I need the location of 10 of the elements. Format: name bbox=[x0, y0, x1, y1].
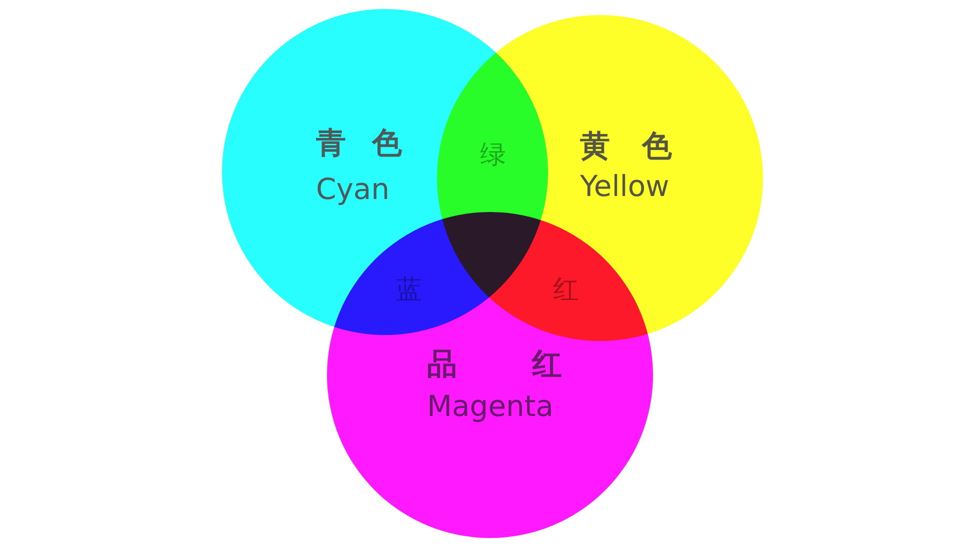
overlap-color-label: 绿 bbox=[480, 142, 506, 168]
overlap-color-label: 蓝 bbox=[396, 277, 422, 303]
english-color-name: Magenta bbox=[427, 392, 554, 421]
english-color-name: Cyan bbox=[316, 175, 390, 204]
english-color-name: Yellow bbox=[580, 172, 670, 201]
chinese-color-name: 黄色 bbox=[580, 132, 704, 162]
chinese-color-name: 品红 bbox=[427, 350, 637, 380]
venn-circle bbox=[327, 212, 653, 538]
overlap-color-label: 红 bbox=[553, 277, 579, 303]
chinese-color-name: 青色 bbox=[316, 129, 428, 159]
